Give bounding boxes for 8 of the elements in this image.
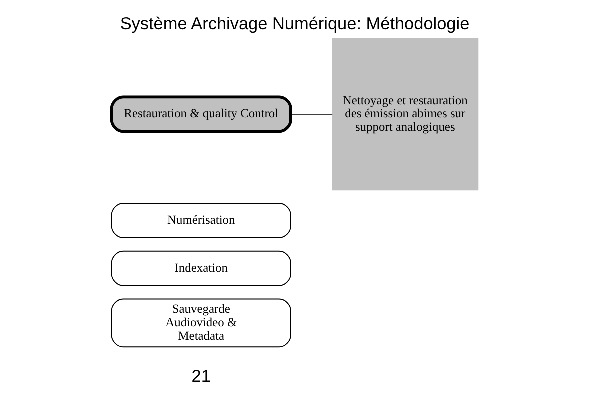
connector [290, 114, 334, 115]
node-box: Indexation [111, 250, 292, 286]
node-box: Restauration & quality Control [110, 96, 292, 134]
node-box: Sauvegarde Audiovideo & Metadata [111, 298, 292, 348]
node-box: Numérisation [111, 203, 292, 238]
node-box: Nettoyage et restauration des émission abimes sur support analogiques [332, 38, 479, 191]
diagram-title: Système Archivage Numérique: Méthodologie [120, 14, 470, 34]
label: 21 [192, 366, 211, 386]
